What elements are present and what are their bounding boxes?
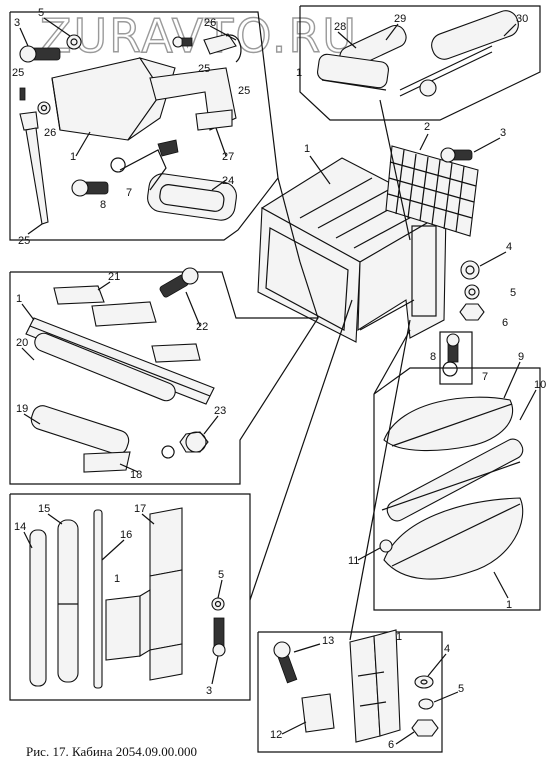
part-callout-number: 24 (222, 175, 234, 187)
part-callout-number: 5 (38, 7, 44, 19)
figure-caption: Рис. 17. Кабина 2054.09.00.000 (26, 744, 197, 759)
part-callout-number: 7 (126, 187, 132, 199)
group-bottom-right (257, 629, 443, 753)
cabin-frame (257, 145, 485, 385)
part-callout-number: 23 (214, 405, 226, 417)
part-callout-number: 3 (206, 685, 212, 697)
part-callout-number: 10 (534, 379, 546, 391)
part-callout-number: 25 (18, 235, 30, 247)
part-callout-number: 26 (44, 127, 56, 139)
callouts-bottom-left: 14 15 16 17 1 5 3 (14, 503, 224, 697)
part-callout-number: 22 (196, 321, 208, 333)
part-callout-number: 26 (204, 17, 216, 29)
group-right-panel (373, 367, 541, 611)
part-callout-number: 1 (296, 67, 302, 79)
part-callout-number: 16 (120, 529, 132, 541)
part-callout-number: 14 (14, 521, 26, 533)
part-callout-number: 4 (444, 643, 450, 655)
part-callout-number: 4 (506, 241, 512, 253)
part-callout-number: 1 (114, 573, 120, 585)
part-callout-number: 15 (38, 503, 50, 515)
callouts-cabin: 1 2 3 4 5 6 8 7 (304, 121, 516, 383)
part-callout-number: 1 (16, 293, 22, 305)
callouts-top-right: 28 29 30 1 (296, 13, 528, 79)
part-callout-number: 7 (482, 371, 488, 383)
part-callout-number: 19 (16, 403, 28, 415)
part-callout-number: 13 (322, 635, 334, 647)
part-callout-number: 2 (424, 121, 430, 133)
group-middle-left (9, 267, 320, 485)
group-bottom-left (9, 493, 251, 701)
part-callout-number: 30 (516, 13, 528, 25)
part-callout-number: 5 (510, 287, 516, 299)
leader-lines (249, 99, 411, 641)
part-callout-number: 18 (130, 469, 142, 481)
part-callout-number: 9 (518, 351, 524, 363)
part-callout-number: 5 (218, 569, 224, 581)
watermark-text: ZURAVTO.RU (40, 9, 358, 63)
part-callout-number: 28 (334, 21, 346, 33)
part-callout-number: 25 (198, 63, 210, 75)
part-callout-number: 1 (396, 631, 402, 643)
part-callout-number: 6 (388, 739, 394, 751)
part-callout-number: 1 (304, 143, 310, 155)
part-callout-number: 5 (458, 683, 464, 695)
part-callout-number: 12 (270, 729, 282, 741)
part-callout-number: 21 (108, 271, 120, 283)
part-callout-number: 11 (348, 555, 359, 567)
part-callout-number: 29 (394, 13, 406, 25)
part-callout-number: 8 (430, 351, 436, 363)
part-callout-number: 3 (500, 127, 506, 139)
part-callout-number: 1 (70, 151, 76, 163)
part-callout-number: 20 (16, 337, 28, 349)
part-callout-number: 8 (100, 199, 106, 211)
part-callout-number: 27 (222, 151, 234, 163)
part-callout-number: 1 (506, 599, 512, 611)
callouts-bottom-right: 13 1 4 5 12 6 (270, 631, 464, 751)
callouts-top-left: 3 5 26 25 25 25 1 26 27 24 7 8 25 (12, 7, 250, 247)
callouts-right-panel: 9 10 11 1 (348, 351, 546, 611)
part-callout-number: 3 (14, 17, 20, 29)
group-top-left (9, 11, 279, 241)
part-callout-number: 17 (134, 503, 146, 515)
callouts-middle-left: 21 22 1 20 19 23 18 (16, 271, 226, 481)
part-callout-number: 25 (238, 85, 250, 97)
part-callout-number: 6 (502, 317, 508, 329)
part-callout-number: 25 (12, 67, 24, 79)
